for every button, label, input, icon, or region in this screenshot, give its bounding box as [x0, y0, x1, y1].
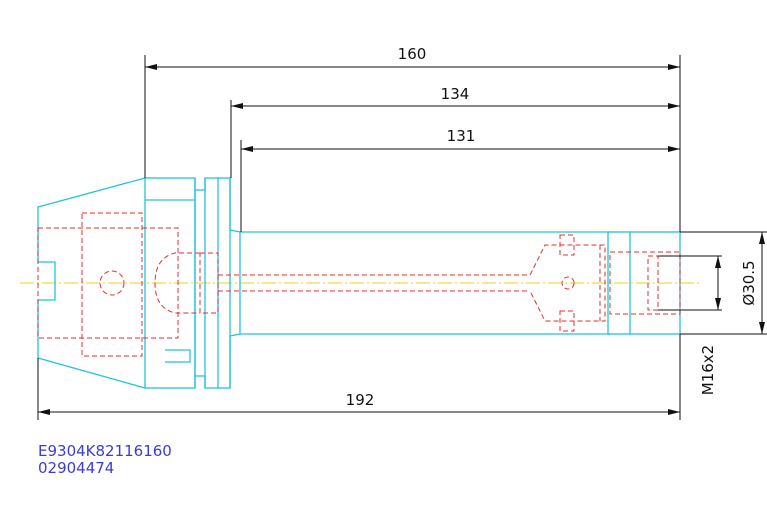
dim-134-label: 134 [441, 85, 470, 103]
part-code: E9304K82116160 [38, 442, 172, 460]
diameter-label: Ø30.5 [740, 260, 758, 305]
dimension-lines [37, 55, 767, 420]
thread-label: M16x2 [699, 345, 717, 395]
dim-192-label: 192 [346, 391, 375, 409]
serial-number: 02904474 [38, 459, 115, 477]
dim-131-label: 131 [447, 127, 476, 145]
hidden-lines [37, 212, 681, 357]
dim-160-label: 160 [398, 45, 427, 63]
holder-outline [37, 177, 681, 389]
